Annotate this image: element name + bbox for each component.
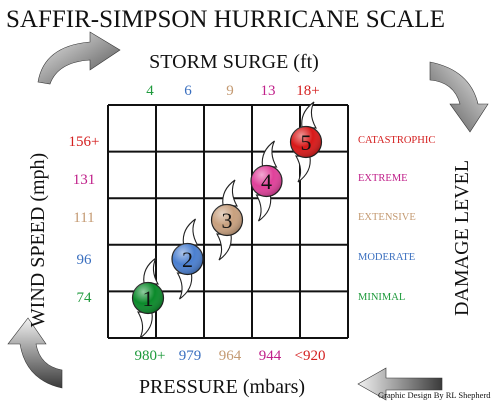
damage-level-value: EXTREME <box>358 173 408 184</box>
bottom-left-curved-arrow-icon <box>7 317 63 389</box>
storm-surge-axis-label: STORM SURGE (ft) <box>149 51 319 73</box>
hurricane-swirl-arm-icon <box>255 194 272 222</box>
hurricane-category-number: 1 <box>143 286 154 311</box>
damage-level-value: MINIMAL <box>358 292 405 303</box>
hurricane-category-number: 2 <box>182 247 193 272</box>
damage-level-axis-label: DAMAGE LEVEL <box>451 160 473 316</box>
storm-surge-value: 18+ <box>296 83 319 99</box>
top-right-curved-arrow-icon <box>429 61 489 133</box>
design-credit: Graphic Design By RL Shepherd <box>378 390 491 400</box>
pressure-values: 980+ 979 964 944 <920 <box>135 348 326 364</box>
wind-speed-value: 131 <box>73 172 96 188</box>
storm-surge-value: 13 <box>261 83 276 99</box>
top-left-curved-arrow-icon <box>37 31 121 85</box>
damage-level-value: EXTENSIVE <box>358 212 416 223</box>
storm-surge-values: 4 6 9 13 18+ <box>146 83 319 99</box>
hurricane-category-5-marker: 5 <box>289 101 323 183</box>
hurricane-category-3-marker: 3 <box>210 179 244 261</box>
pressure-value: <920 <box>295 348 326 364</box>
scale-grid <box>107 104 349 339</box>
hurricane-swirl-arm-icon <box>137 311 153 339</box>
damage-level-value: CATASTROPHIC <box>358 135 435 146</box>
hurricane-category-markers: 1 2 3 4 5 <box>131 101 323 339</box>
wind-speed-value: 74 <box>77 290 93 306</box>
wind-speed-values: 74 96 111 131 156+ <box>69 134 100 306</box>
wind-speed-value: 96 <box>77 252 93 268</box>
hurricane-swirl-arm-icon <box>301 101 317 129</box>
pressure-axis-label: PRESSURE (mbars) <box>139 376 305 398</box>
pressure-value: 964 <box>219 348 242 364</box>
hurricane-category-number: 3 <box>222 208 233 233</box>
hurricane-eye-shading <box>132 282 164 314</box>
storm-surge-value: 9 <box>226 83 234 99</box>
hurricane-eye-shading <box>251 165 282 197</box>
bottom-right-arrow-icon <box>357 367 443 401</box>
hurricane-swirl-arm-icon <box>182 218 199 246</box>
hurricane-category-2-marker: 2 <box>171 218 204 300</box>
storm-surge-value: 6 <box>184 83 192 99</box>
hurricane-eye-shading <box>211 204 243 236</box>
hurricane-swirl-arm-icon <box>216 233 232 261</box>
damage-level-values: MINIMAL MODERATE EXTENSIVE EXTREME CATASTROP… <box>358 135 435 303</box>
damage-level-value: MODERATE <box>358 252 415 263</box>
hurricane-category-1-marker: 1 <box>131 257 165 339</box>
hurricane-eye-shading <box>172 243 203 275</box>
wind-speed-value: 156+ <box>69 134 100 150</box>
hurricane-category-4-marker: 4 <box>250 140 283 222</box>
wind-speed-axis-label: WIND SPEED (mph) <box>27 153 49 327</box>
pressure-value: 979 <box>179 348 202 364</box>
hurricane-swirl-arm-icon <box>176 272 193 300</box>
hurricane-swirl-arm-icon <box>261 140 278 168</box>
diagram-title: SAFFIR-SIMPSON HURRICANE SCALE <box>6 6 445 33</box>
pressure-value: 980+ <box>135 348 166 364</box>
wind-speed-value: 111 <box>73 210 94 226</box>
hurricane-category-number: 4 <box>261 169 272 194</box>
hurricane-swirl-arm-icon <box>295 155 311 183</box>
hurricane-swirl-arm-icon <box>143 257 159 285</box>
hurricane-category-number: 5 <box>301 130 312 155</box>
hurricane-eye-shading <box>290 126 322 158</box>
pressure-value: 944 <box>259 348 282 364</box>
hurricane-swirl-arm-icon <box>222 179 238 207</box>
storm-surge-value: 4 <box>146 83 154 99</box>
